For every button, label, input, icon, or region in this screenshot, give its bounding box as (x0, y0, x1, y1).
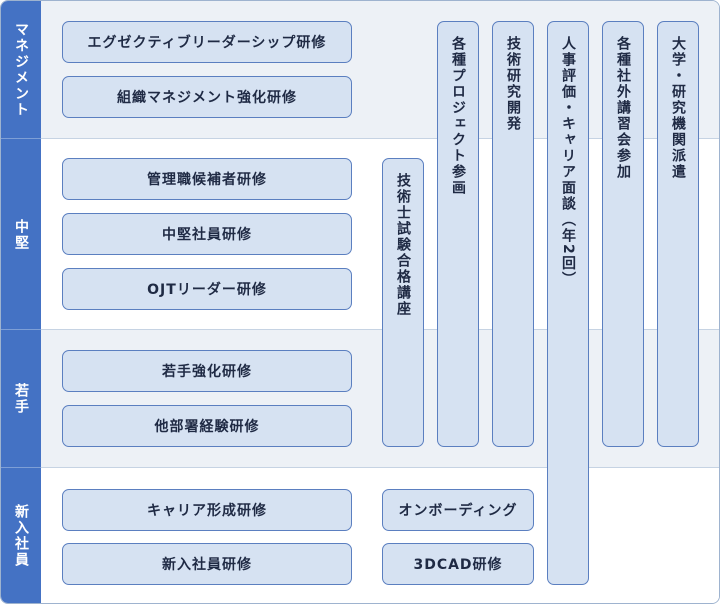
program-evaluation: 人事評価・キャリア面談（年2回） (547, 21, 589, 585)
program-evaluation-label: 人事評価・キャリア面談（年2回） (560, 36, 576, 288)
program-external-workshops-label: 各種社外講習会参加 (615, 36, 631, 180)
program-university-dispatch: 大学・研究機関派遣 (657, 21, 699, 447)
band-divider (1, 329, 719, 330)
course-onboarding: オンボーディング (382, 489, 534, 531)
course-mid-level: 中堅社員研修 (62, 213, 352, 255)
program-rnd: 技術研究開発 (492, 21, 534, 447)
course-org-management: 組織マネジメント強化研修 (62, 76, 352, 118)
band-divider (1, 467, 719, 468)
program-university-dispatch-label: 大学・研究機関派遣 (670, 36, 686, 180)
category-middle: 中堅 (1, 139, 41, 330)
course-3dcad: 3DCAD研修 (382, 543, 534, 585)
course-manager-candidate: 管理職候補者研修 (62, 158, 352, 200)
program-rnd-label: 技術研究開発 (505, 36, 521, 132)
program-engineer-exam: 技術士試験合格講座 (382, 158, 424, 447)
program-external-workshops: 各種社外講習会参加 (602, 21, 644, 447)
program-projects: 各種プロジェクト参画 (437, 21, 479, 447)
category-young: 若手 (1, 330, 41, 468)
course-career-formation: キャリア形成研修 (62, 489, 352, 531)
category-divider (1, 329, 41, 330)
program-engineer-exam-label: 技術士試験合格講座 (395, 173, 411, 317)
category-divider (1, 138, 41, 139)
course-executive-leadership: エグゼクティブリーダーシップ研修 (62, 21, 352, 63)
course-new-employee: 新入社員研修 (62, 543, 352, 585)
category-young-label: 若手 (13, 383, 29, 415)
course-young-strengthening: 若手強化研修 (62, 350, 352, 392)
program-projects-label: 各種プロジェクト参画 (450, 36, 466, 196)
category-management: マネジメント (1, 1, 41, 139)
course-ojt-leader: OJTリーダー研修 (62, 268, 352, 310)
category-new-label: 新入社員 (13, 503, 29, 568)
category-middle-label: 中堅 (13, 218, 29, 251)
band-divider (1, 138, 719, 139)
category-new: 新入社員 (1, 468, 41, 603)
category-management-label: マネジメント (13, 22, 29, 118)
category-divider (1, 467, 41, 468)
course-other-dept: 他部署経験研修 (62, 405, 352, 447)
